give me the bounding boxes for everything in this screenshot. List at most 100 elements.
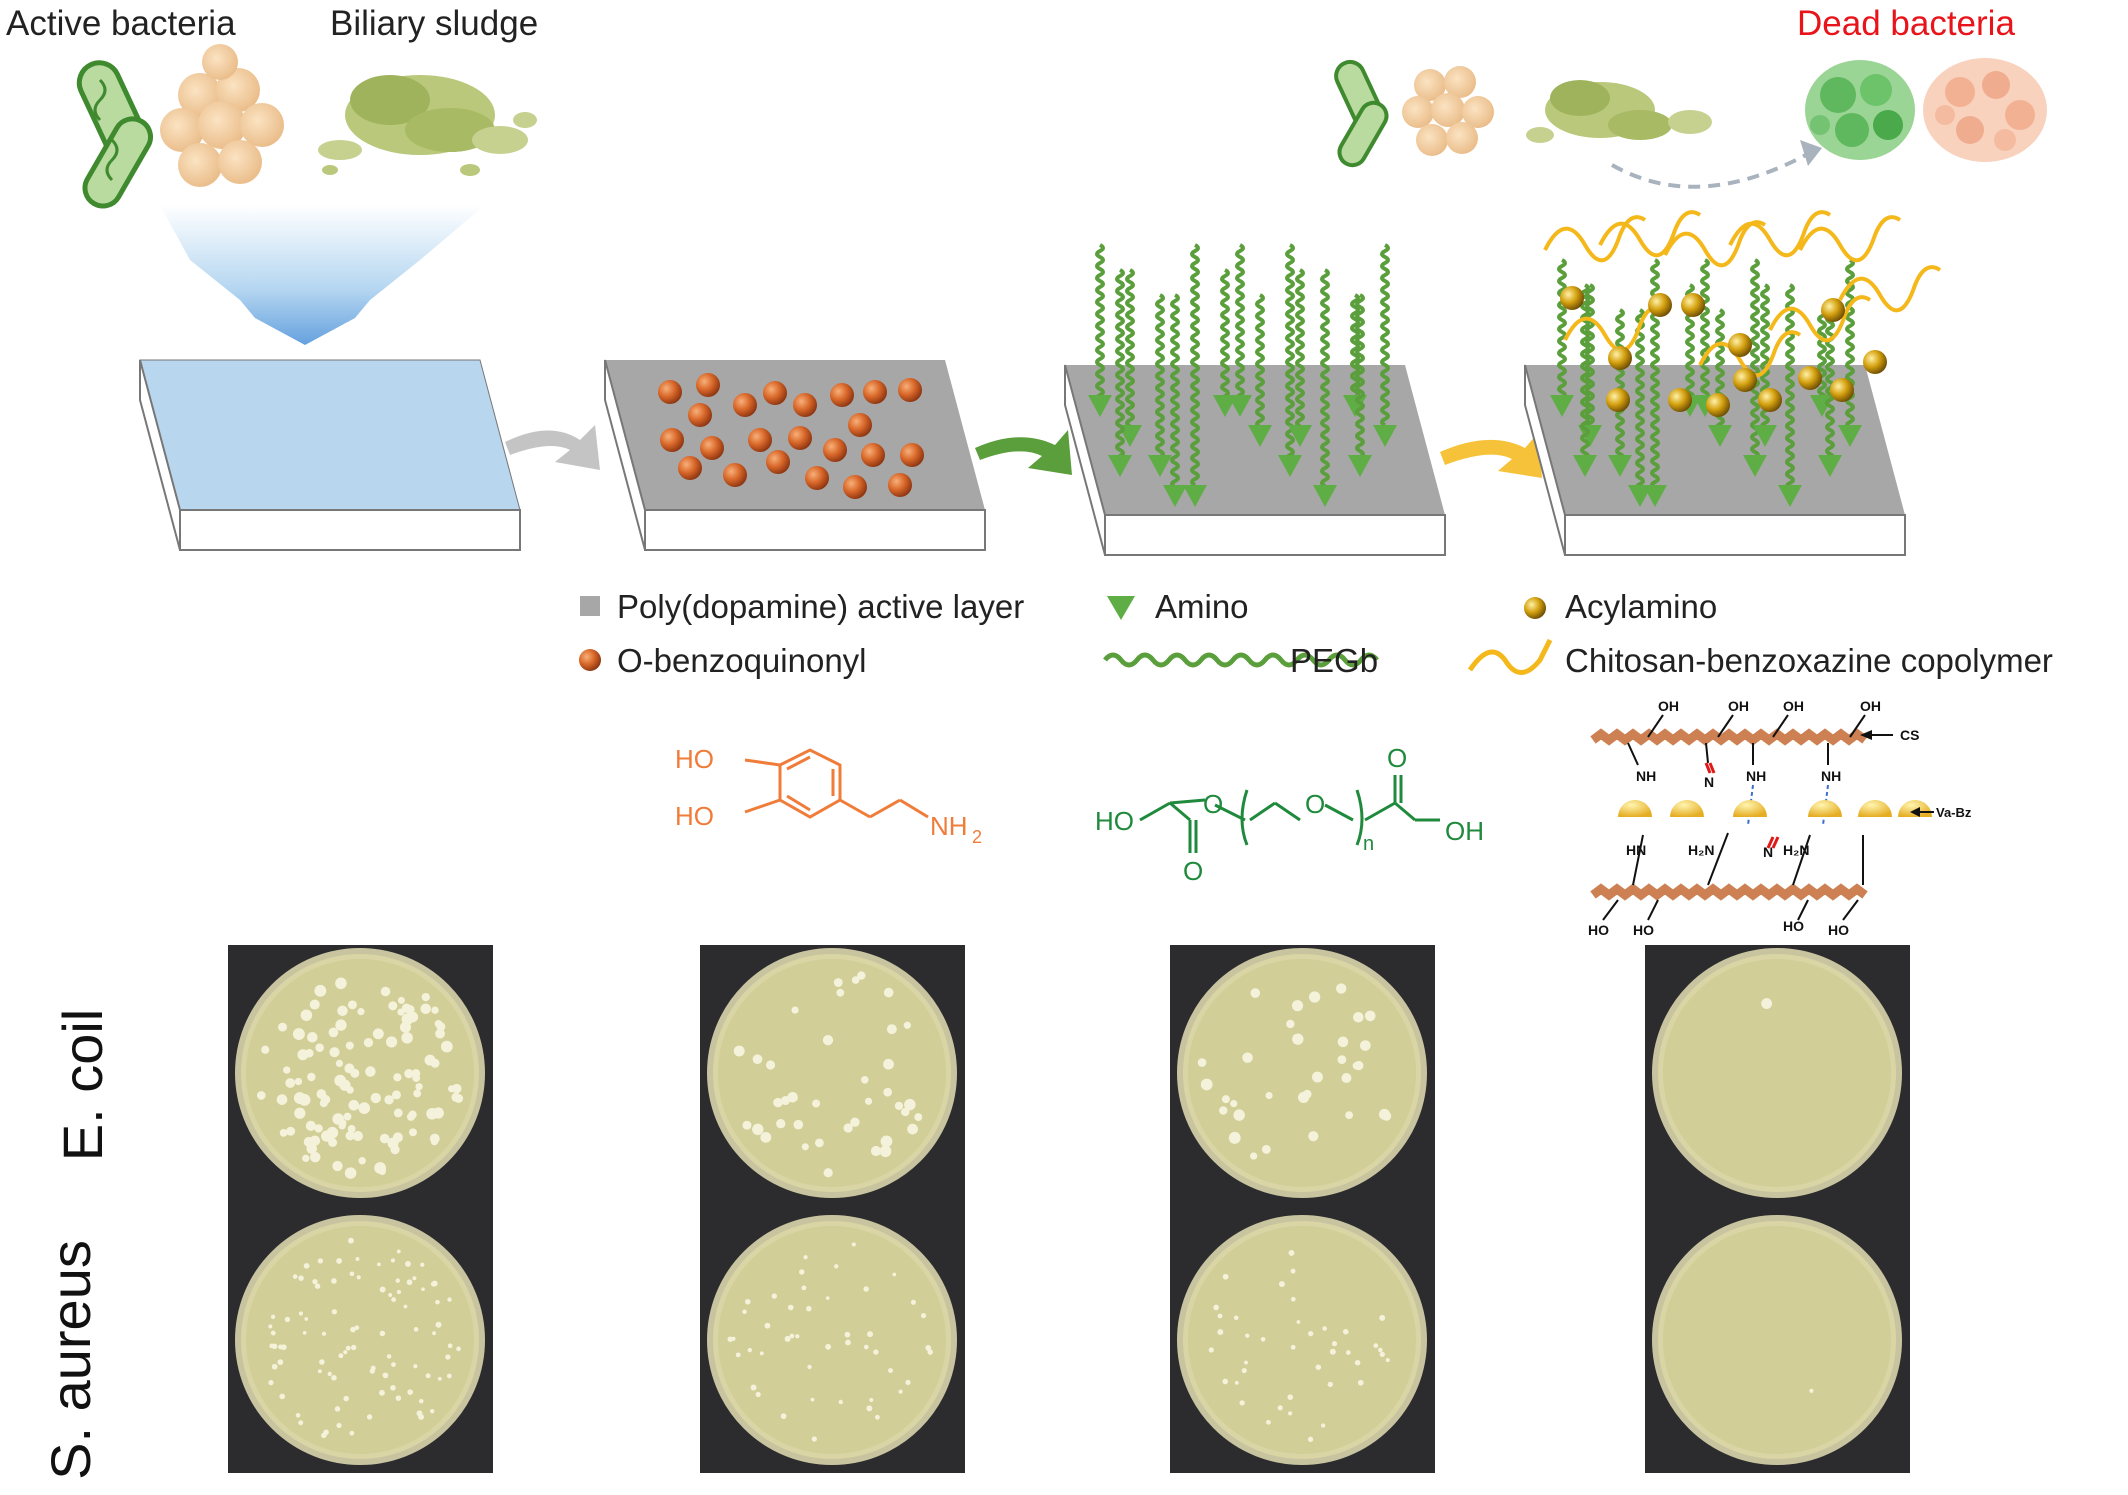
colony — [742, 1309, 747, 1315]
peg-chain — [1580, 283, 1590, 467]
colony — [261, 1045, 270, 1054]
colony — [1239, 1400, 1245, 1406]
colony — [329, 1047, 340, 1058]
amino-mark — [1778, 485, 1802, 507]
colony — [811, 1436, 817, 1442]
colony — [435, 1321, 442, 1328]
amino-mark — [1163, 485, 1187, 507]
cs-hn-1: HN — [1626, 842, 1646, 858]
acylamino-ball — [1668, 388, 1692, 412]
colony — [336, 1258, 343, 1264]
colony — [1250, 1152, 1258, 1160]
colony — [795, 1334, 800, 1339]
colony — [1261, 1144, 1271, 1154]
cocci-cluster-icon — [160, 44, 284, 187]
colony — [879, 1145, 892, 1158]
biliary-sludge-label: Biliary sludge — [330, 4, 539, 43]
colony — [317, 1258, 324, 1264]
colony — [1308, 991, 1321, 1003]
colony — [391, 1362, 396, 1367]
colony — [791, 1006, 799, 1014]
colony — [384, 1095, 394, 1105]
colony — [305, 1120, 316, 1131]
colony — [867, 1331, 874, 1338]
amino-mark — [1278, 455, 1302, 477]
colony — [1385, 1358, 1390, 1363]
colony — [418, 1414, 424, 1420]
colony — [279, 1129, 288, 1137]
colony — [1360, 1040, 1371, 1051]
cs-n-1: N — [1704, 774, 1714, 790]
colony — [391, 1090, 401, 1100]
colony — [914, 1113, 923, 1122]
colony — [1221, 1095, 1230, 1104]
peg-chain — [1235, 243, 1245, 403]
amino-mark — [1348, 455, 1372, 477]
colony — [304, 1317, 309, 1321]
legend-copolymer: Chitosan-benzoxazine copolymer — [1565, 642, 2053, 679]
colony — [755, 1391, 761, 1398]
colony — [393, 1073, 402, 1082]
colony — [298, 1311, 304, 1316]
colony — [1233, 1109, 1245, 1121]
copolymer-chains — [1543, 210, 1942, 507]
dead-bacteria-green-icon — [1805, 60, 1915, 160]
cs-oh-3: OH — [1783, 698, 1804, 714]
colony — [1241, 1367, 1247, 1374]
colony — [863, 1286, 869, 1292]
colony — [269, 1343, 275, 1349]
colony — [411, 1069, 421, 1078]
colony — [1277, 1405, 1283, 1411]
colony — [764, 1322, 771, 1329]
colony — [335, 977, 347, 990]
colony — [844, 1331, 851, 1338]
colony — [1353, 1011, 1364, 1023]
dopamine-ho1: HO — [675, 744, 714, 774]
colony — [1329, 1348, 1336, 1355]
colony — [733, 1045, 745, 1057]
colony — [752, 1054, 763, 1065]
colony — [278, 1344, 284, 1350]
colony — [343, 1395, 349, 1402]
colony — [789, 1333, 795, 1339]
colony — [446, 1373, 452, 1379]
colony — [801, 1285, 807, 1291]
amino-mark — [1313, 485, 1337, 507]
colony — [306, 1143, 317, 1155]
colony — [431, 1280, 438, 1287]
colony — [377, 1262, 381, 1267]
colony — [300, 1009, 313, 1021]
colony — [1379, 1314, 1386, 1321]
colony — [745, 1298, 751, 1305]
colony — [328, 1027, 339, 1038]
colony — [1290, 1344, 1296, 1350]
peg-chain — [1170, 293, 1180, 489]
amino-mark — [1550, 395, 1574, 417]
colony — [1337, 1036, 1349, 1048]
amino-mark — [1573, 455, 1597, 477]
colony — [331, 1278, 337, 1284]
peg-o3: O — [1305, 789, 1325, 819]
colony — [903, 1021, 911, 1029]
colony — [822, 1034, 834, 1046]
colony — [397, 1008, 405, 1016]
colony — [1311, 1071, 1323, 1083]
colony — [825, 1343, 832, 1350]
colony — [447, 1343, 453, 1349]
acylamino-ball — [1606, 388, 1630, 412]
colony — [851, 976, 860, 984]
colony — [404, 1069, 414, 1079]
colony — [314, 1124, 323, 1133]
peg-chain — [1255, 293, 1265, 429]
colony — [434, 1019, 443, 1028]
colony — [1308, 1330, 1314, 1337]
colony — [1345, 1350, 1351, 1355]
colony — [380, 986, 391, 997]
colony — [873, 1349, 879, 1355]
colony — [1379, 1351, 1385, 1357]
colony — [431, 1006, 439, 1014]
colony — [1200, 1078, 1213, 1091]
colony — [388, 1001, 398, 1011]
colony — [803, 1255, 808, 1260]
colony — [426, 1107, 438, 1120]
